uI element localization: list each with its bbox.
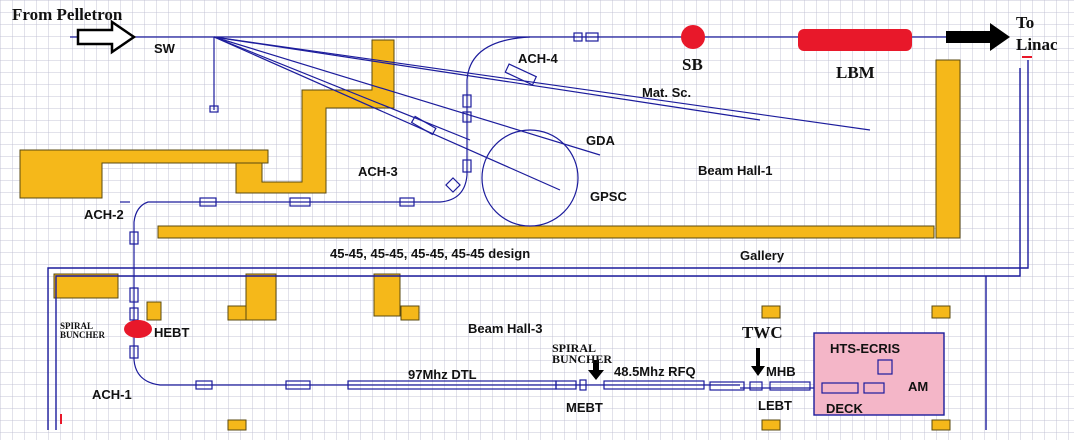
wall-right-column	[935, 59, 961, 239]
beamline-gpsc	[213, 36, 561, 191]
label-gpsc: GPSC	[590, 189, 627, 204]
from-pelletron-arrow	[76, 19, 137, 55]
wall-block-4	[761, 305, 781, 319]
label-ach2: ACH-2	[84, 207, 124, 222]
label-design: 45-45, 45-45, 45-45, 45-45 design	[330, 246, 531, 261]
wall-block-8	[931, 419, 951, 431]
component-main-1	[585, 32, 599, 42]
component-hebt-3	[129, 345, 139, 359]
component-hebt-1	[129, 287, 139, 303]
component-line-1	[399, 197, 415, 207]
label-gallery: Gallery	[740, 248, 785, 263]
wall-block-6	[227, 419, 247, 431]
label-lbm: LBM	[836, 63, 875, 82]
twc-arrow	[751, 348, 765, 376]
wall-block-7	[761, 419, 781, 431]
spiral-buncher-arrow	[588, 360, 604, 380]
to-linac-arrow	[946, 23, 1010, 51]
label-lebt: LEBT	[758, 398, 792, 413]
component-hebt-2	[129, 307, 139, 321]
component-sw-end	[209, 105, 219, 113]
label-spiral-buncher-mid-2: BUNCHER	[552, 352, 613, 366]
label-mat-sc: Mat. Sc.	[642, 85, 692, 100]
component-mebt-1	[555, 380, 577, 390]
beamline-upper-diag	[213, 36, 761, 121]
wall-block-2	[227, 305, 247, 321]
label-ach3: ACH-3	[358, 164, 398, 179]
gpsc-chamber	[481, 129, 579, 227]
wall-left-block	[19, 149, 269, 199]
label-rfq: 48.5Mhz RFQ	[614, 364, 696, 379]
arrows	[76, 19, 1010, 380]
component-ach1-1	[195, 380, 213, 390]
label-gda: GDA	[586, 133, 615, 148]
component-ach3-3	[462, 159, 472, 173]
label-spiral-buncher-left-1: SPIRAL	[60, 321, 94, 331]
component-lebt-2	[749, 381, 763, 391]
label-spiral-buncher-left-2: BUNCHER	[60, 330, 106, 340]
sb-marker	[681, 25, 705, 49]
label-mhb: MHB	[766, 364, 796, 379]
beamline-achromat	[213, 36, 471, 141]
component-line-4	[285, 380, 311, 390]
label-am: AM	[908, 379, 929, 394]
component-line-2	[289, 197, 311, 207]
component-deck-2	[863, 382, 885, 394]
lbm-marker	[798, 29, 912, 51]
wall-gallery	[157, 225, 935, 239]
markers	[124, 25, 912, 338]
label-hts-ecris: HTS-ECRIS	[830, 341, 901, 356]
wall-hall3-left	[53, 273, 119, 299]
label-beam-hall-3: Beam Hall-3	[468, 321, 543, 336]
label-sw: SW	[154, 41, 175, 56]
origin-markers	[60, 56, 1032, 424]
spiral-buncher-marker	[124, 320, 152, 338]
component-am	[877, 359, 893, 375]
component-main-2	[573, 32, 583, 42]
wall-hall3-center	[245, 273, 277, 321]
label-mebt: MEBT	[566, 400, 603, 415]
component-deck-1	[821, 382, 859, 394]
component-line-3	[199, 197, 217, 207]
hall-outline-inner	[55, 68, 1021, 430]
beamline-ach4-ach3-ach2	[133, 36, 531, 330]
wall-block-1	[146, 301, 162, 321]
label-from-pelletron: From Pelletron	[12, 5, 123, 24]
component-ach3-4	[445, 177, 461, 193]
component-ach3-2	[462, 111, 472, 123]
wall-block-3	[400, 305, 420, 321]
label-to-linac-2: Linac	[1016, 35, 1058, 54]
component-ach4-quad	[504, 63, 538, 86]
label-to-linac-1: To	[1016, 13, 1035, 32]
component-rfq	[603, 380, 705, 390]
label-deck: DECK	[826, 401, 863, 416]
label-dtl: 97Mhz DTL	[408, 367, 477, 382]
label-twc: TWC	[742, 323, 783, 342]
wall-block-5	[931, 305, 951, 319]
beamline-hebt-ach1	[133, 330, 740, 386]
component-diag-quad	[410, 115, 437, 136]
label-beam-hall-1: Beam Hall-1	[698, 163, 773, 178]
label-hebt: HEBT	[154, 325, 190, 340]
beamline-mat-sc	[213, 36, 871, 131]
beamline-gda	[213, 36, 601, 156]
component-ach3-1	[462, 94, 472, 108]
label-ach1: ACH-1	[92, 387, 132, 402]
component-lebt-3	[769, 381, 811, 391]
shielding-walls	[19, 39, 961, 431]
component-mebt-2	[579, 379, 587, 391]
hall-outline-outer	[47, 60, 1029, 430]
label-sb: SB	[682, 55, 703, 74]
label-ach4: ACH-4	[518, 51, 558, 66]
beamline-components	[129, 32, 811, 391]
wall-hall3-mid	[373, 273, 401, 317]
label-spiral-buncher-mid-1: SPIRAL	[552, 341, 597, 355]
component-ach2-1	[129, 231, 139, 245]
hall-outlines	[47, 60, 1029, 430]
component-lebt-1	[709, 381, 745, 391]
